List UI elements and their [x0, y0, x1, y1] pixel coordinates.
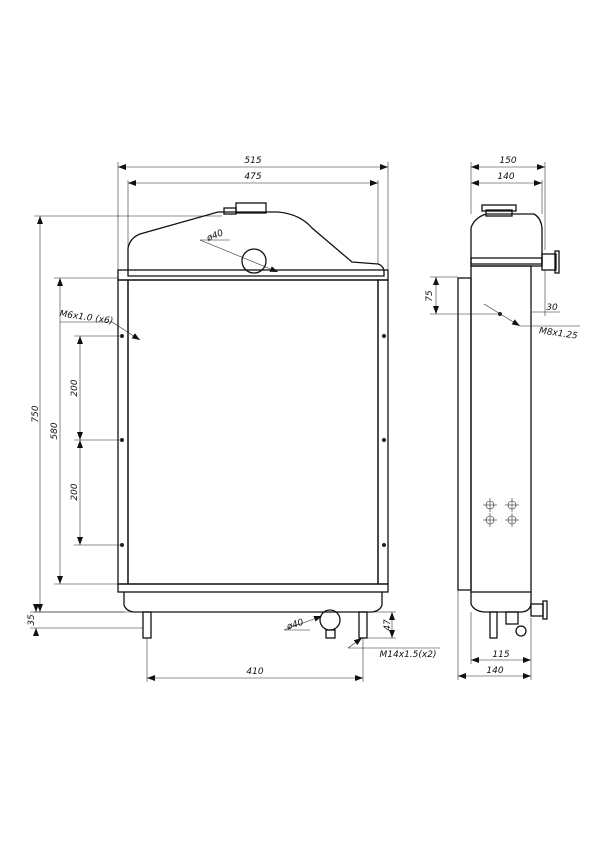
dim-foot-height: 35 [27, 614, 37, 626]
mount-hole [382, 438, 386, 442]
bottom-tank [123, 592, 383, 613]
dim-side-width-total: 150 [499, 156, 516, 166]
right-side-rail [377, 279, 389, 585]
side-filler-cap [481, 204, 517, 212]
dim-top-neck: ø40 [205, 228, 226, 244]
dim-width-total: 515 [244, 156, 261, 166]
dim-height-total: 750 [31, 405, 41, 422]
bottom-pipe-circle [319, 609, 341, 631]
side-lower-pipe-end [542, 600, 548, 620]
filler-neck-left [223, 207, 237, 215]
left-foot [142, 611, 152, 639]
left-side-rail [117, 279, 129, 585]
mount-hole [382, 543, 386, 547]
dim-mount-thread: M6x1.0 (x6) [59, 309, 114, 326]
dim-pitch-upper: 200 [70, 379, 80, 396]
side-top-flange [470, 257, 543, 267]
side-upper-pipe-end [554, 250, 560, 274]
right-foot [358, 611, 368, 639]
dim-width-core: 475 [244, 172, 261, 182]
dim-side-pipe-offset: 30 [546, 303, 558, 313]
dim-foot-thread: M14x1.5(x2) [380, 650, 437, 660]
dim-pitch-lower: 200 [70, 483, 80, 500]
dim-side-width-tank: 140 [497, 172, 514, 182]
dim-side-tank-height: 75 [425, 290, 435, 302]
side-drain [505, 611, 519, 625]
top-tank [127, 211, 385, 277]
filler-cap [235, 202, 267, 214]
front-view [117, 202, 389, 639]
side-foot [489, 611, 498, 639]
bottom-drain [325, 629, 336, 639]
upper-flange [117, 269, 389, 281]
core [127, 279, 379, 585]
side-filler-neck [485, 209, 513, 217]
dim-bottom-neck: ø40 [285, 618, 305, 633]
dim-height-core: 580 [50, 422, 60, 439]
side-bottom-tank [470, 592, 532, 613]
dim-side-bottom-outer: 140 [486, 666, 503, 676]
dim-side-bottom-inner: 115 [492, 650, 509, 660]
side-drain-cap [515, 625, 527, 637]
side-upper-pipe [541, 253, 557, 271]
side-view [457, 204, 560, 639]
side-bracket [457, 277, 472, 591]
dim-foot-spacing: 410 [246, 667, 263, 677]
dim-foot-drop: 47 [383, 619, 393, 631]
side-dimensions [430, 162, 580, 680]
mount-hole [382, 334, 386, 338]
dim-side-thread: M8x1.25 [538, 326, 578, 341]
lower-flange [117, 583, 389, 593]
top-pipe-circle [241, 248, 267, 274]
side-lower-pipe [530, 603, 544, 617]
front-dimensions [30, 162, 440, 682]
side-top-tank [470, 213, 543, 265]
